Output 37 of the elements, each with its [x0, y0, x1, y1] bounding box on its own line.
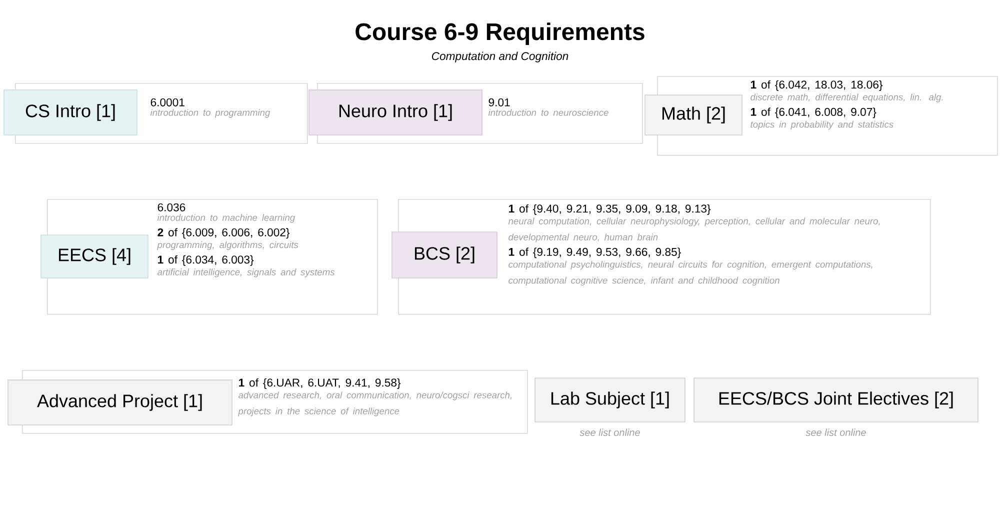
course-list: 1 of {6.042, 18.03, 18.06}: [750, 80, 883, 91]
title: Course 6-9 Requirements: [356, 22, 644, 45]
course-list: 6.0001: [150, 98, 184, 106]
requirement-label: EECS/BCS Joint Electives [2]: [694, 378, 978, 422]
course-list: 1 of {6.UAR, 6.UAT, 9.41, 9.58}: [238, 378, 401, 389]
course-list: 6.036: [158, 203, 186, 212]
course-list: 1 of {9.40, 9.21, 9.35, 9.09, 9.18, 9.13}: [508, 204, 711, 215]
requirement-label: Math [2]: [644, 94, 742, 136]
requirement-card: [15, 83, 308, 144]
note: see list online: [806, 428, 866, 436]
requirement-label: BCS [2]: [392, 232, 498, 278]
course-list: 9.01: [488, 98, 510, 106]
course-list: 1 of {6.034, 6.003}: [158, 255, 254, 266]
course-description: topics in probability and statistics: [750, 120, 894, 130]
course-description: introduction to programming: [150, 109, 270, 118]
requirement-label: Lab Subject [1]: [534, 378, 686, 422]
requirement-card: [657, 76, 998, 156]
requirement-card: [47, 198, 378, 315]
course-description: computational psycholinguistics, neural circuits for cognition, emergent computations, computational cognitive science, infant and childhood cognition: [508, 260, 872, 286]
requirement-card: [22, 370, 528, 434]
note: see list online: [580, 428, 640, 436]
course-description: artificial intelligence, signals and systems: [157, 268, 335, 278]
course-list: 2 of {6.009, 6.006, 6.002}: [158, 228, 290, 239]
course-description: introduction to machine learning: [157, 214, 295, 223]
course-description: introduction to neuroscience: [488, 109, 608, 116]
requirement-label: Advanced Project [1]: [8, 380, 232, 426]
course-description: discrete math, differential equations, lin. alg.: [750, 94, 943, 102]
course-list: 1 of {9.19, 9.49, 9.53, 9.66, 9.85}: [508, 248, 681, 258]
course-description: neural computation, cellular neurophysiology, perception, cellular and molecular neuro, developmental neuro, human brain: [508, 218, 880, 242]
course-description: programming, algorithms, circuits: [157, 241, 298, 250]
course-description: advanced research, oral communication, neuro/cogsci research, projects in the science of intelligence: [238, 392, 512, 416]
requirement-label: EECS [4]: [40, 234, 148, 278]
course-list: 1 of {6.041, 6.008, 9.07}: [750, 108, 876, 118]
requirement-label: CS Intro [1]: [4, 90, 138, 136]
subtitle: Computation and Cognition: [432, 52, 568, 62]
requirement-card: [398, 198, 931, 315]
requirement-card: [317, 83, 643, 144]
